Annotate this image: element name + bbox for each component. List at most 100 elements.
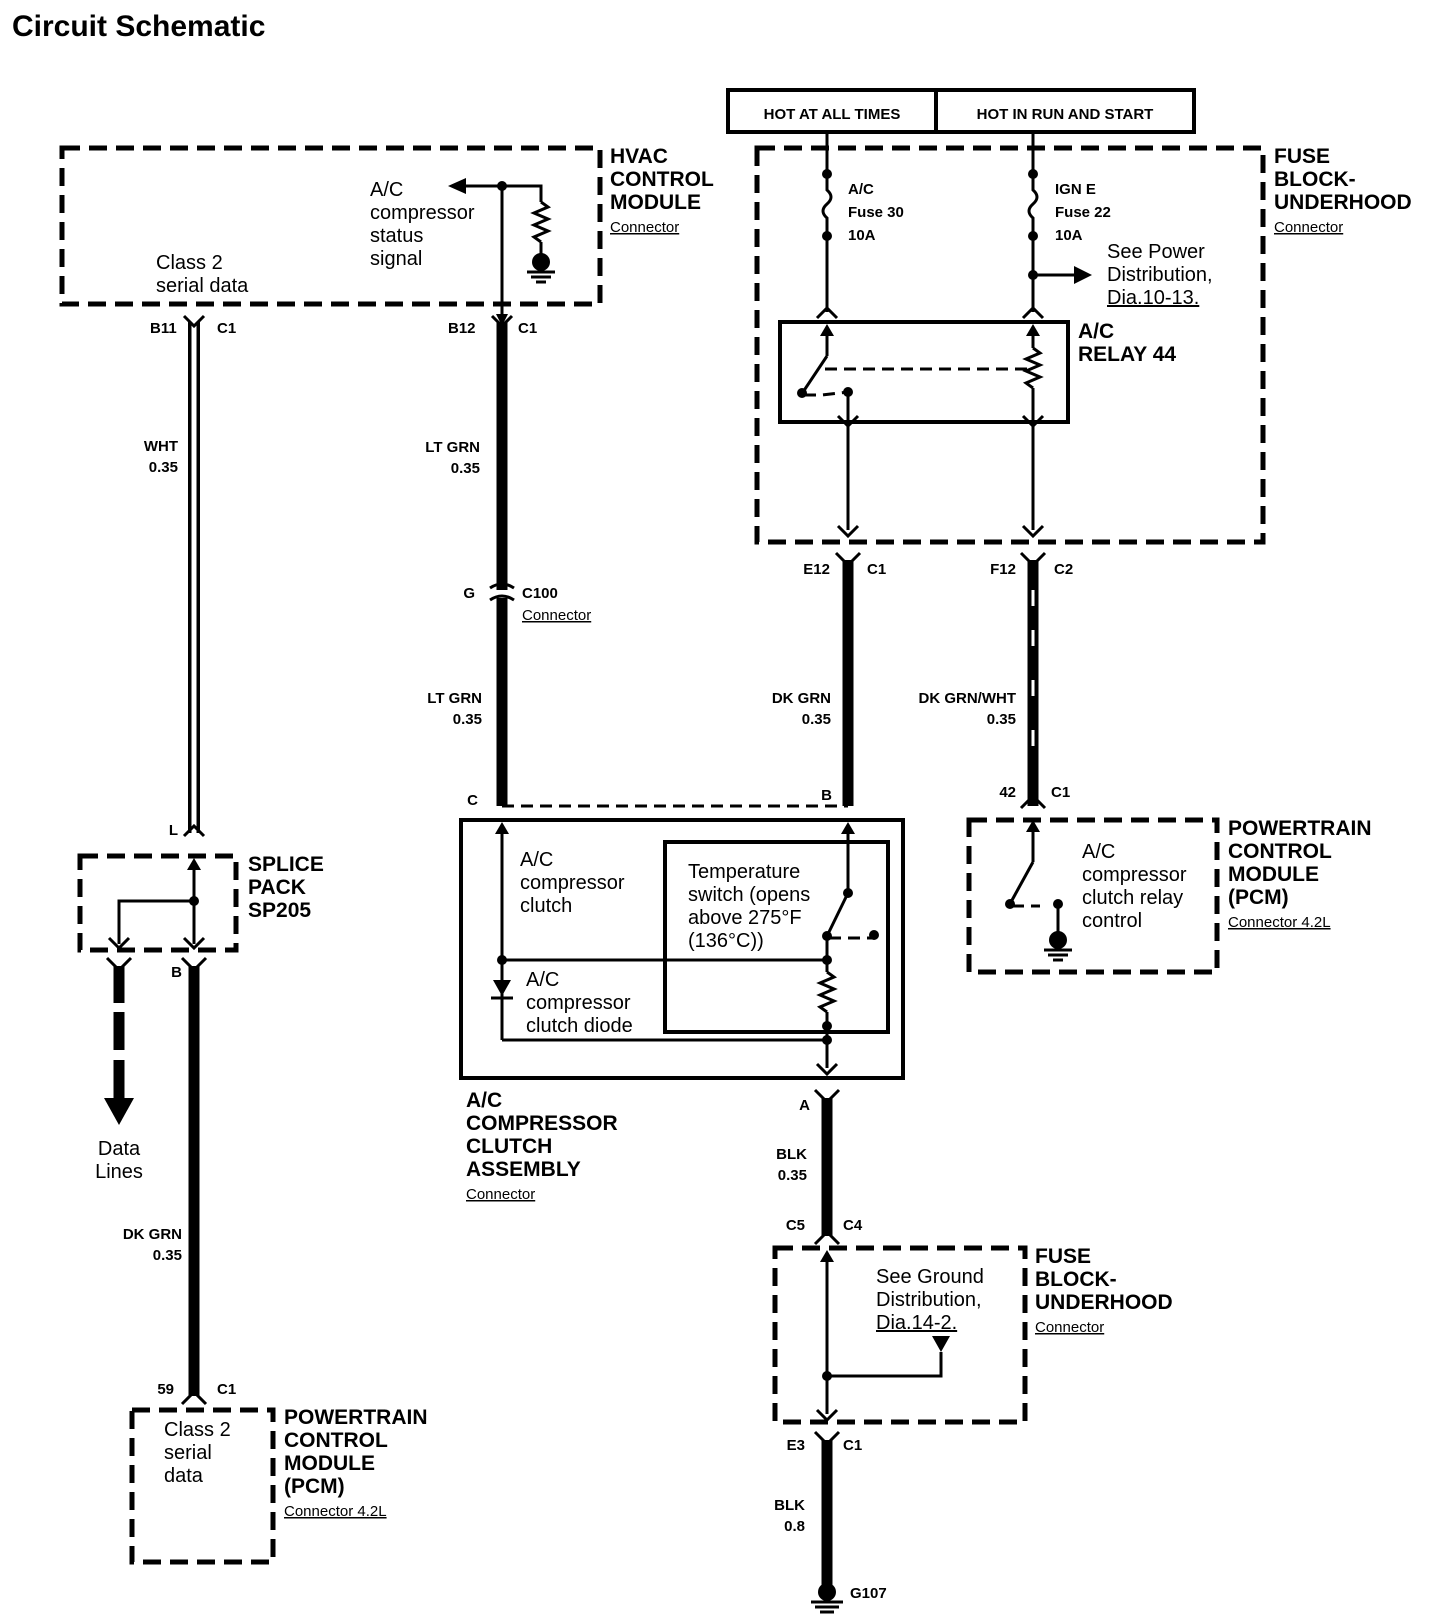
pin-e3-conn: C1 (843, 1437, 862, 1454)
svg-text:BLOCK-: BLOCK- (1035, 1268, 1117, 1291)
ground-splice-circuit (815, 1250, 950, 1423)
svg-text:CONTROL: CONTROL (1228, 840, 1332, 863)
hot-in-run-start-label: HOT IN RUN AND START (977, 106, 1154, 123)
svg-text:A/C: A/C (1078, 320, 1114, 343)
splice-internal (107, 858, 206, 951)
svg-text:A/C: A/C (466, 1089, 502, 1112)
wire-ltgrn-upper-gauge: 0.35 (451, 460, 480, 477)
svg-text:control: control (1082, 910, 1142, 932)
page-title: Circuit Schematic (12, 10, 265, 43)
pcm-right-signal-label: A/C compressor clutch relay control (1082, 841, 1187, 932)
c100-pin: G (463, 585, 475, 602)
svg-text:A/C: A/C (848, 181, 874, 198)
wire-wht (182, 314, 206, 838)
svg-text:Class 2: Class 2 (164, 1419, 231, 1441)
pcm-right-pin-conn: C1 (1051, 784, 1070, 801)
pin-c4: C4 (843, 1217, 863, 1234)
pin-b12-conn: C1 (518, 320, 537, 337)
wire-blk-upper-color: BLK (776, 1146, 807, 1163)
svg-text:Connector: Connector (1035, 1319, 1104, 1336)
pin-f12: F12 (990, 561, 1016, 578)
hvac-module-box (59, 145, 603, 307)
wire-dk-grn-wht (1019, 551, 1047, 806)
fuse-block-top-name: FUSE BLOCK- UNDERHOOD Connector (1274, 145, 1412, 236)
pcm-left-pin-conn: C1 (217, 1381, 236, 1398)
wire-dkgrn-left-color: DK GRN (123, 1226, 182, 1243)
pcm-left-pin: 59 (157, 1381, 174, 1398)
pin-b12: B12 (448, 320, 476, 337)
compressor-internal-circuit (491, 822, 879, 1077)
svg-text:POWERTRAIN: POWERTRAIN (1228, 817, 1372, 840)
compressor-pin-b: B (821, 787, 832, 804)
ground-distribution-ref: See Ground Distribution, Dia.14-2. (876, 1266, 984, 1334)
svg-text:compressor: compressor (1082, 864, 1187, 886)
svg-text:See Ground: See Ground (876, 1266, 984, 1288)
svg-text:Data: Data (98, 1138, 141, 1160)
svg-text:(PCM): (PCM) (284, 1475, 345, 1498)
fuse-ac-30 (815, 132, 839, 320)
ac-relay-name: A/C RELAY 44 (1078, 320, 1176, 366)
pin-e12: E12 (803, 561, 830, 578)
svg-text:POWERTRAIN: POWERTRAIN (284, 1406, 428, 1429)
svg-text:CONTROL: CONTROL (284, 1429, 388, 1452)
wire-lt-grn (489, 314, 515, 806)
svg-text:CONTROL: CONTROL (610, 168, 714, 191)
svg-text:Fuse 22: Fuse 22 (1055, 204, 1111, 221)
wire-blk-upper (813, 1088, 841, 1246)
pin-c5: C5 (786, 1217, 805, 1234)
pcm-right-name: POWERTRAIN CONTROL MODULE (PCM) Connecto… (1228, 817, 1372, 931)
svg-text:compressor: compressor (526, 992, 631, 1014)
wire-dkgrn-mid-gauge: 0.35 (802, 711, 831, 728)
temp-switch-box (663, 840, 890, 1034)
c100-name: C100 (522, 585, 558, 602)
fuse-ign-label: IGN E Fuse 22 10A (1055, 181, 1111, 244)
svg-text:Fuse 30: Fuse 30 (848, 204, 904, 221)
svg-text:A/C: A/C (526, 969, 559, 991)
pcm-left-box (129, 1407, 276, 1565)
svg-text:A/C: A/C (1082, 841, 1115, 863)
pcm-right-relay-control-circuit (1005, 820, 1072, 962)
svg-text:Connector 4.2L: Connector 4.2L (284, 1503, 387, 1520)
fuse-block-bottom-name: FUSE BLOCK- UNDERHOOD Connector (1035, 1245, 1173, 1336)
svg-text:switch (opens: switch (opens (688, 884, 810, 906)
hot-in-run-start-box (934, 88, 1196, 134)
c100-connector: Connector (522, 607, 591, 624)
wire-dkgrnwht-color: DK GRN/WHT (919, 690, 1017, 707)
wire-blk-upper-gauge: 0.35 (778, 1167, 807, 1184)
wire-data-lines (104, 956, 134, 1125)
svg-text:serial data: serial data (156, 275, 249, 297)
svg-text:BLOCK-: BLOCK- (1274, 168, 1356, 191)
fuse-ign-22 (1021, 132, 1092, 320)
relay-outputs (836, 426, 1045, 539)
svg-text:See Power: See Power (1107, 241, 1205, 263)
svg-text:clutch relay: clutch relay (1082, 887, 1183, 909)
wire-dkgrn-mid-color: DK GRN (772, 690, 831, 707)
hvac-status-circuit (448, 178, 555, 326)
svg-text:IGN E: IGN E (1055, 181, 1096, 198)
svg-text:data: data (164, 1465, 204, 1487)
svg-text:10A: 10A (848, 227, 876, 244)
svg-text:Distribution,: Distribution, (1107, 264, 1213, 286)
svg-text:CLUTCH: CLUTCH (466, 1135, 552, 1158)
svg-text:clutch diode: clutch diode (526, 1015, 633, 1037)
svg-text:A/C: A/C (520, 849, 553, 871)
pin-b11: B11 (150, 320, 177, 337)
splice-pin-b: B (171, 964, 182, 981)
pcm-right-box (966, 817, 1220, 975)
svg-text:Temperature: Temperature (688, 861, 800, 883)
svg-text:ASSEMBLY: ASSEMBLY (466, 1158, 581, 1181)
svg-text:above 275°F: above 275°F (688, 907, 802, 929)
svg-text:MODULE: MODULE (284, 1452, 375, 1475)
svg-text:Connector 4.2L: Connector 4.2L (1228, 914, 1331, 931)
fuse-block-top-box (754, 145, 1266, 545)
pcm-right-connector (1019, 793, 1047, 810)
svg-text:PACK: PACK (248, 876, 306, 899)
fuse-block-bottom-box (772, 1245, 1028, 1425)
diode-label: A/C compressor clutch diode (526, 969, 633, 1037)
compressor-pin-c: C (467, 792, 478, 809)
pin-f12-conn: C2 (1054, 561, 1073, 578)
svg-text:A/C: A/C (370, 179, 403, 201)
svg-text:Connector: Connector (1274, 219, 1343, 236)
wire-blk-lower-color: BLK (774, 1497, 805, 1514)
